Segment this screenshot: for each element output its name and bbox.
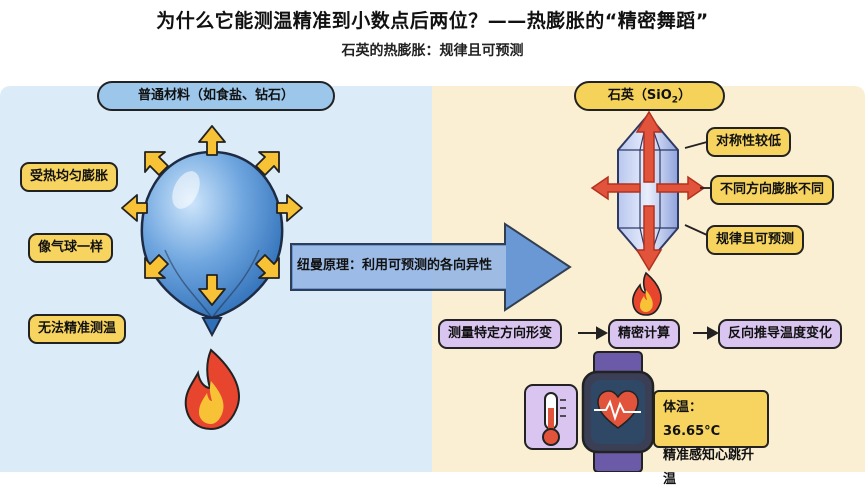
process-step-calculate: 精密计算	[608, 319, 681, 349]
right-panel-header: 石英（SiO2）	[574, 81, 725, 111]
thermometer-icon	[524, 384, 578, 450]
page-subtitle: 石英的热膨胀：规律且可预测	[341, 43, 524, 59]
process-step-derive: 反向推导温度变化	[718, 319, 843, 349]
flame-icon	[184, 348, 240, 431]
right-tag-low-symmetry: 对称性较低	[706, 127, 792, 157]
heartbeat-sensing-text: 精准感知心跳升温	[663, 448, 755, 487]
page-title: 为什么它能测温精准到小数点后两位？——热膨胀的“精密舞蹈”	[156, 10, 709, 32]
center-arrow-label: 纽曼原理：利用可预测的各向异性	[297, 258, 493, 273]
process-step-measure: 测量特定方向形变	[438, 319, 563, 349]
center-arrow	[290, 222, 572, 312]
body-temperature-value: 体温：36.65°C	[663, 400, 721, 439]
flame-icon-right	[632, 271, 662, 316]
heart-pulse-icon	[594, 390, 641, 429]
left-panel-header: 普通材料（如食盐、钻石）	[97, 81, 335, 111]
right-tag-predictable: 规律且可预测	[706, 225, 805, 255]
left-tag-like-balloon: 像气球一样	[28, 233, 114, 263]
body-temperature-box: 体温：36.65°C 精准感知心跳升温	[653, 390, 769, 487]
left-tag-cannot-measure: 无法精准测温	[28, 314, 127, 344]
expansion-arrows	[121, 125, 303, 306]
right-tag-directional-expansion: 不同方向膨胀不同	[710, 175, 835, 205]
balloon-icon	[140, 150, 284, 338]
left-tag-uniform-expansion: 受热均匀膨胀	[20, 162, 119, 192]
anisotropic-arrows	[590, 110, 706, 272]
diagram-illustrations	[121, 110, 720, 472]
